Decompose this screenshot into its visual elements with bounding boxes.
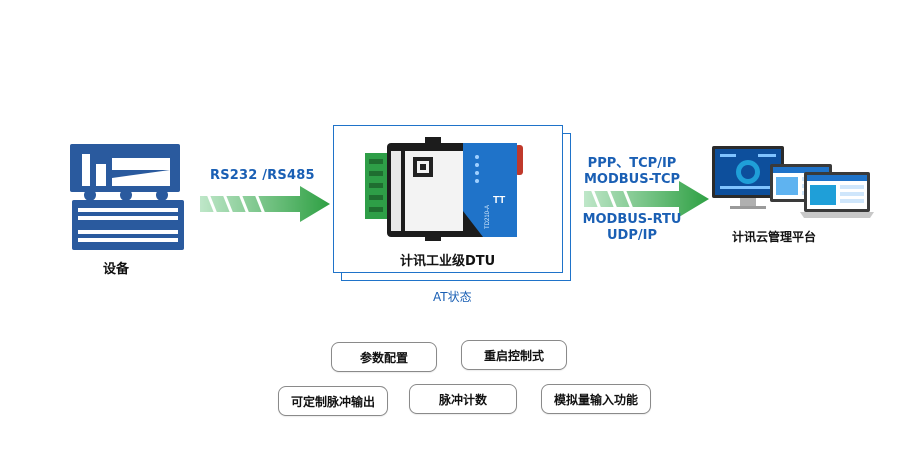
feature-restart-control: 重启控制式 [461, 340, 567, 370]
feature-param-config: 参数配置 [331, 342, 437, 372]
dtu-device-image: TT TD210-A [365, 137, 523, 241]
cloud-platform-screens-icon [712, 146, 874, 218]
cloud-platform-label: 计讯云管理平台 [732, 230, 817, 244]
dtu-title: 计讯工业级DTU [400, 254, 496, 269]
network-arrow-icon [584, 181, 709, 217]
protocol-label: UDP/IP [607, 228, 657, 243]
protocol-label: PPP、TCP/IP [587, 156, 677, 171]
protocol-labels-top: PPP、TCP/IP MODBUS-TCP [578, 156, 686, 188]
protocol-label: MODBUS-TCP [583, 172, 681, 187]
serial-arrow-icon [200, 186, 330, 222]
feature-pulse-output: 可定制脉冲输出 [278, 386, 388, 416]
dtu-model-text: TD210-A [485, 205, 491, 229]
serial-interface-label: RS232 /RS485 [210, 168, 315, 183]
device-label: 设备 [103, 262, 130, 277]
dtu-brand-text: TT [493, 195, 505, 206]
feature-analog-input: 模拟量输入功能 [541, 384, 651, 414]
feature-pulse-count: 脉冲计数 [409, 384, 517, 414]
industrial-machine-icon [70, 144, 184, 250]
protocol-label: MODBUS-RTU [582, 212, 682, 227]
at-status-label: AT状态 [433, 290, 472, 304]
protocol-labels-bottom: MODBUS-RTU UDP/IP [578, 212, 686, 244]
